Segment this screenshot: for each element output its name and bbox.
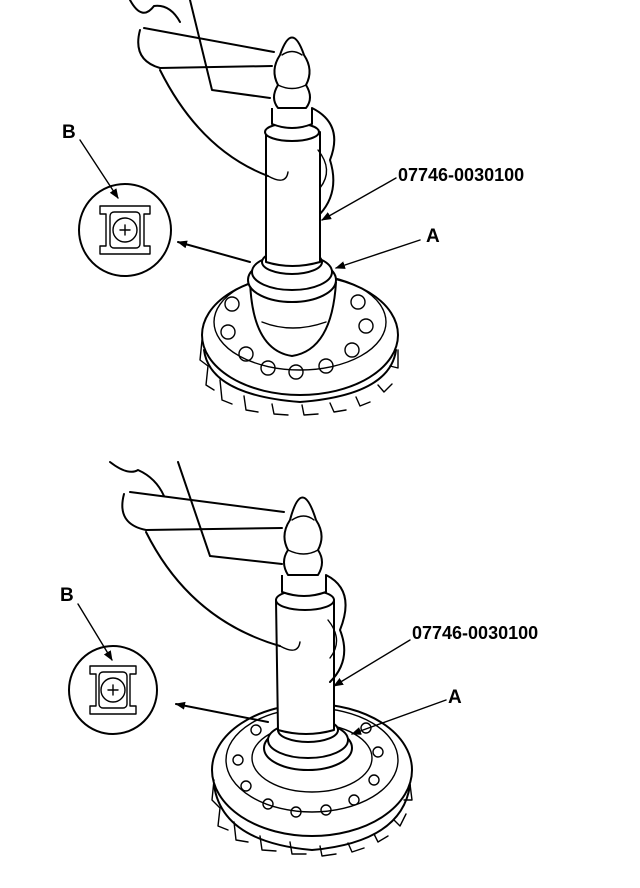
bottom-detail-b-circle	[68, 645, 158, 735]
top-detail-b-circle	[78, 183, 172, 277]
top-leader-b	[79, 139, 119, 199]
bottom-leader-a	[351, 699, 447, 735]
bottom-figure: 07746-0030100 A B	[60, 461, 538, 857]
bottom-driver-tool	[275, 496, 335, 735]
bottom-leader-tool	[333, 639, 411, 687]
top-label-a: A	[426, 226, 440, 247]
bottom-detail-arrow	[175, 701, 269, 723]
top-leader-a	[335, 239, 421, 269]
top-driver-tool	[264, 36, 321, 267]
top-label-b: B	[62, 122, 76, 143]
top-hand	[129, 0, 336, 215]
bottom-hand	[109, 461, 347, 683]
top-tool-part-number: 07746-0030100	[398, 165, 524, 185]
top-detail-arrow	[177, 240, 251, 263]
bottom-label-a: A	[448, 687, 462, 708]
top-leader-tool	[321, 177, 397, 221]
top-figure: 07746-0030100 A B	[62, 0, 524, 416]
bottom-leader-b	[77, 603, 113, 661]
bottom-label-b: B	[60, 585, 74, 606]
bottom-tool-part-number: 07746-0030100	[412, 623, 538, 643]
